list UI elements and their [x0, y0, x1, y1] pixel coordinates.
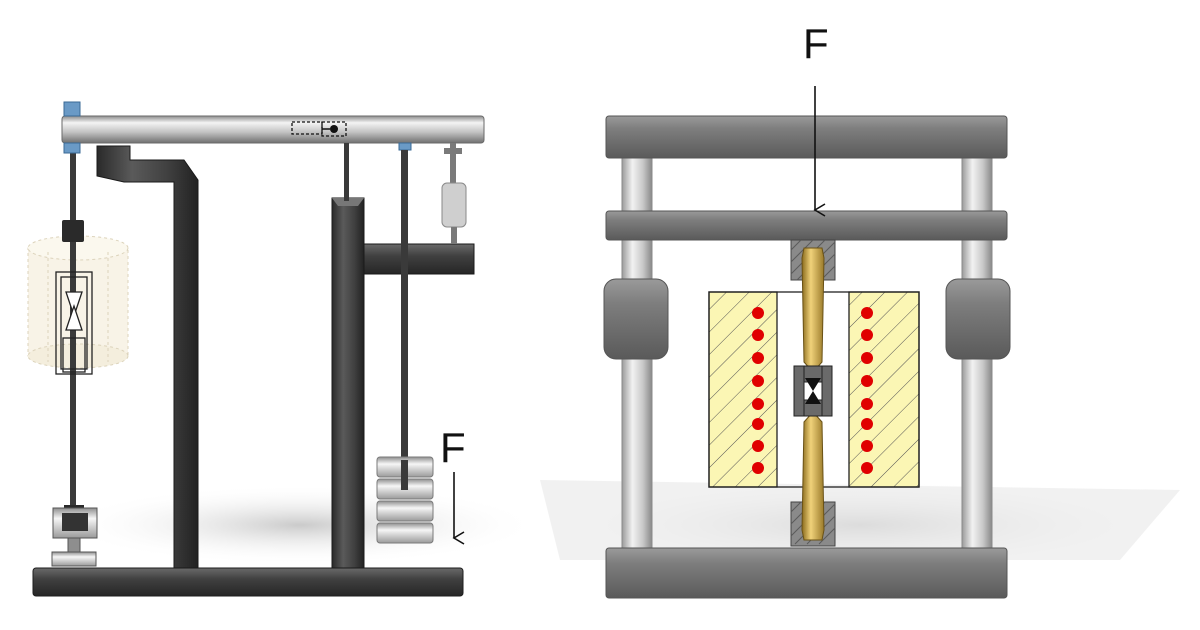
bottom-grip — [51, 505, 98, 567]
weight-stack — [376, 456, 434, 544]
extensometer — [793, 365, 833, 417]
left-force-label: F — [440, 424, 466, 471]
left-base — [32, 567, 464, 597]
specimen-holder — [55, 271, 93, 375]
arm-bracket — [363, 243, 475, 275]
left-column — [96, 145, 199, 569]
furnace-left — [708, 291, 778, 488]
weight-rod — [401, 150, 408, 490]
loading-platen — [605, 210, 1008, 241]
pivot-pin — [330, 125, 338, 133]
bushing-right — [945, 278, 1011, 360]
rod-to-pivot — [344, 143, 349, 201]
weight-3 — [376, 500, 434, 522]
heater-elements-right — [861, 307, 873, 474]
pivot-block-left-top — [63, 101, 81, 117]
rod-coupling — [62, 220, 84, 242]
weight-4 — [376, 522, 434, 544]
left-apparatus: F — [27, 101, 485, 597]
pivot-block-left-bottom — [63, 142, 81, 154]
bottom-base — [605, 547, 1008, 599]
damper — [441, 143, 467, 244]
heater-elements-left — [752, 307, 764, 474]
top-crosshead — [605, 115, 1008, 159]
pull-rod-lower — [70, 242, 76, 510]
weight-rod-cap — [398, 142, 412, 151]
beam-pivot — [291, 121, 347, 137]
lever-beam — [61, 115, 485, 144]
furnace-right — [848, 291, 920, 488]
specimen-rod — [801, 247, 825, 373]
right-column — [331, 197, 365, 569]
specimen-rod-lower — [801, 411, 825, 541]
bushing-left — [603, 278, 669, 360]
right-apparatus: F — [603, 20, 1011, 599]
right-force-label: F — [803, 20, 829, 67]
pull-rod-upper — [70, 145, 76, 235]
